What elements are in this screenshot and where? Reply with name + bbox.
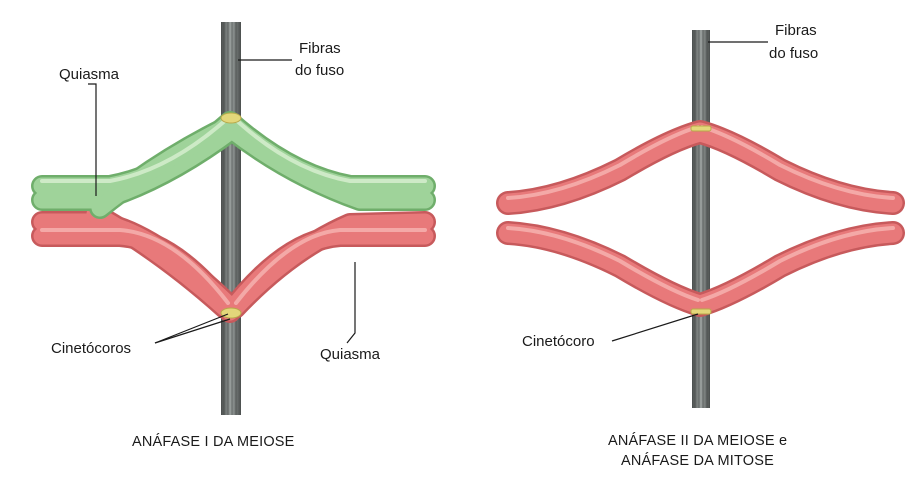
left-chiasma-label-bottom: Quiasma [320, 346, 381, 363]
left-kinetochore-top-icon [220, 112, 242, 124]
left-spindle-fibers-icon [221, 22, 241, 415]
left-fibers-label-line2: do fuso [295, 62, 345, 79]
right-leader-lines [611, 41, 768, 342]
right-red-chromatid-top-icon [496, 120, 905, 215]
left-chiasma-label-top: Quiasma [59, 66, 120, 83]
right-fibers-label-line2: do fuso [769, 45, 819, 62]
left-fibers-label-line1: Fibras [299, 40, 341, 57]
right-fibers-label-line1: Fibras [775, 22, 817, 39]
right-caption-line2: ANÁFASE DA MITOSE [621, 453, 775, 469]
left-leader-lines [88, 59, 356, 344]
left-caption: ANÁFASE I DA MEIOSE [132, 434, 295, 450]
right-spindle-fibers-icon [692, 30, 710, 408]
left-kinetochores-label: Cinetócoros [51, 340, 132, 357]
right-kinetochore-bottom-icon [690, 308, 712, 315]
right-kinetochore-top-icon [690, 125, 712, 132]
left-kinetochore-bottom-icon [220, 307, 242, 319]
right-red-chromatid-bottom-icon [496, 221, 905, 317]
right-caption-line1: ANÁFASE II DA MEIOSE e [608, 433, 788, 449]
right-kinetochore-label: Cinetócoro [522, 333, 595, 350]
